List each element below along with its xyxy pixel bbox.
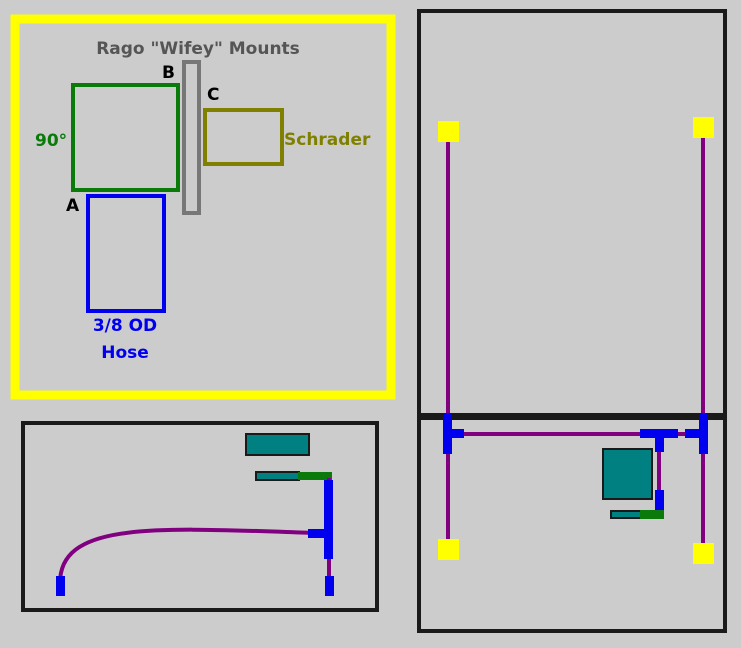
top-view-schrader-bar	[610, 510, 643, 519]
hose-label-line2: Hose	[101, 343, 149, 363]
top-view-fitting-90	[640, 510, 664, 519]
fitting-90-box	[71, 83, 180, 192]
legend-panel: Rago "Wifey" Mounts 90° 3/8 OD Hose A B …	[10, 14, 396, 400]
tee-left-body	[443, 413, 452, 454]
label-a: A	[66, 196, 80, 216]
top-view-upper-frame	[417, 9, 727, 417]
side-view-tee-stem	[324, 480, 333, 506]
airbag-front-left	[438, 121, 459, 142]
mount-bar	[182, 60, 201, 215]
top-view-tank	[602, 448, 653, 500]
schrader-box	[203, 108, 284, 166]
tee-right-body	[699, 413, 708, 454]
side-view-schrader-bar	[255, 471, 300, 481]
airbag-front-right	[693, 117, 714, 138]
tee-right-branch	[685, 429, 699, 438]
side-view-air-line-curve	[58, 527, 319, 584]
top-view-lower-frame	[417, 416, 727, 633]
tank-feed-fitting	[655, 490, 664, 510]
side-view-fitting-90	[298, 472, 332, 480]
hose-fitting-box	[86, 194, 166, 313]
side-view-right-end-fitting	[325, 576, 334, 596]
fitting-90-label: 90°	[35, 131, 67, 151]
tee-center-body	[640, 429, 678, 438]
side-view-frame	[21, 421, 379, 612]
side-view-left-end-fitting	[56, 576, 65, 596]
hose-label-line1: 3/8 OD	[93, 316, 157, 336]
label-c: C	[207, 85, 219, 105]
side-view-panel	[21, 421, 379, 612]
side-view-tee-body	[324, 506, 333, 559]
top-view-panel	[417, 9, 727, 633]
tee-center-stem	[655, 438, 664, 452]
tee-left-branch	[452, 429, 464, 438]
airbag-rear-right	[693, 543, 714, 564]
legend-title: Rago "Wifey" Mounts	[96, 39, 300, 59]
label-b: B	[162, 63, 175, 83]
side-view-tee-branch	[308, 529, 324, 538]
schrader-label: Schrader	[284, 130, 371, 150]
airbag-rear-left	[438, 539, 459, 560]
side-view-tank	[245, 433, 310, 456]
legend-border	[10, 14, 396, 400]
